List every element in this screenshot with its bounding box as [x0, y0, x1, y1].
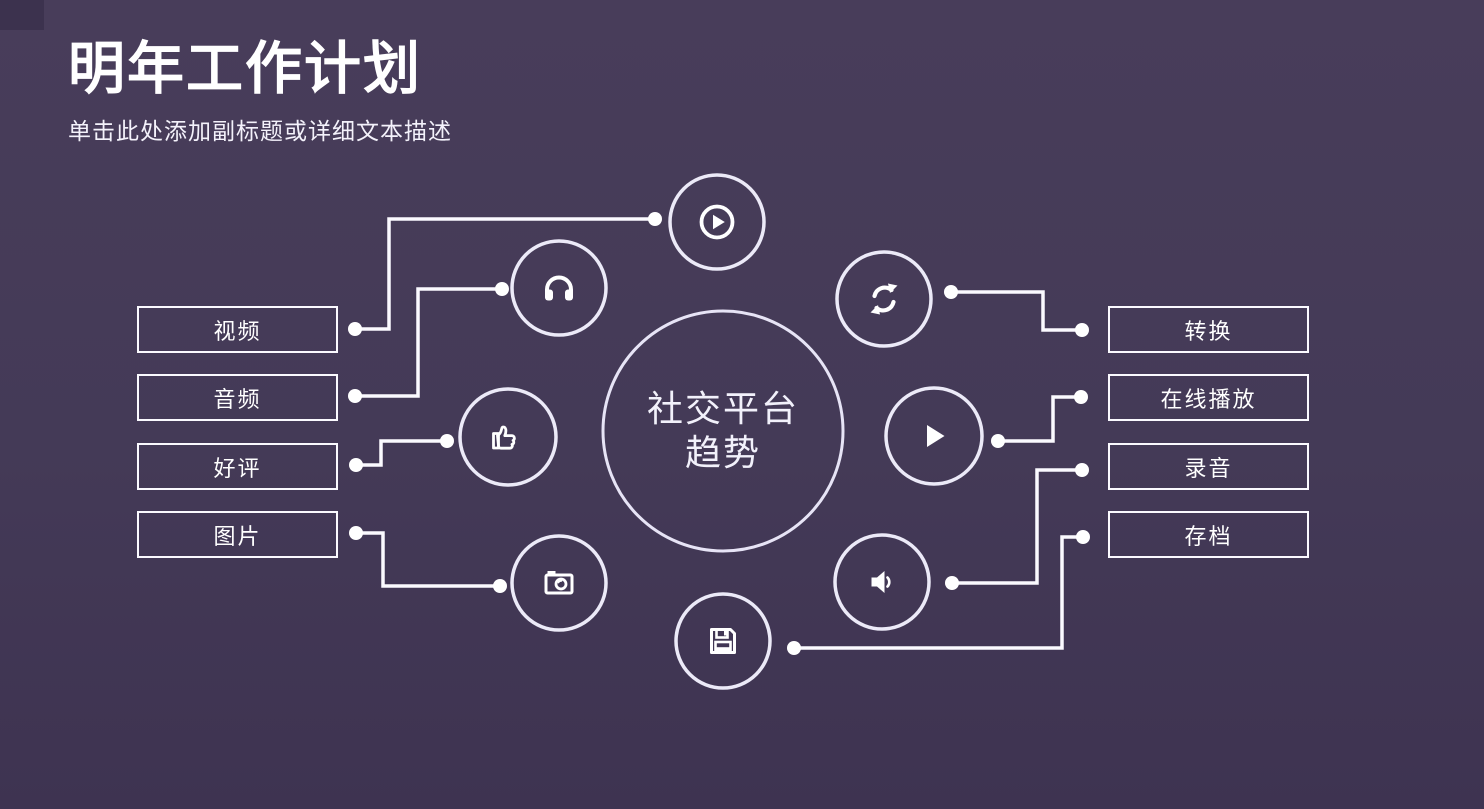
- left-item-praise-box[interactable]: 好评: [137, 443, 338, 490]
- connector-picture-to-camera: [356, 531, 500, 588]
- connector-refresh-to-convert: [951, 290, 1082, 332]
- connector-dot: [1076, 530, 1090, 544]
- center-circle[interactable]: [601, 309, 845, 553]
- connector-dot: [787, 641, 801, 655]
- play-icon: [927, 425, 945, 447]
- connector-audio-to-headphones: [355, 287, 502, 398]
- camera-icon: [544, 571, 574, 595]
- left-item-picture-box[interactable]: 图片: [137, 511, 338, 558]
- left-item-audio-box[interactable]: 音频: [137, 374, 338, 421]
- play-circle-icon: [699, 204, 735, 240]
- center-line2: 趋势: [684, 432, 761, 473]
- right-item-convert-box[interactable]: 转换: [1108, 306, 1309, 353]
- connector-praise-to-thumbs-up: [356, 439, 447, 467]
- connector-dot: [1075, 323, 1089, 337]
- connector-floppy-to-archive: [794, 535, 1083, 650]
- connector-dot: [348, 322, 362, 336]
- left-item-praise-label: 好评: [213, 455, 262, 481]
- connector-dot: [1075, 463, 1089, 477]
- connector-dot: [945, 576, 959, 590]
- connector-dot: [349, 526, 363, 540]
- speaker-icon: [871, 571, 891, 593]
- connector-dot: [348, 389, 362, 403]
- center-circle-label[interactable]: 社交平台 趋势: [573, 387, 873, 475]
- connector-dot: [1074, 390, 1088, 404]
- subtitle-placeholder[interactable]: 单击此处添加副标题或详细文本描述: [68, 117, 452, 144]
- right-item-convert-label: 转换: [1184, 318, 1233, 344]
- left-item-video-box[interactable]: 视频: [137, 306, 338, 353]
- save-floppy-ring[interactable]: [674, 592, 772, 690]
- refresh-icon: [870, 283, 898, 315]
- connector-dot: [493, 579, 507, 593]
- save-floppy-icon: [710, 628, 736, 654]
- right-item-record-label: 录音: [1184, 455, 1233, 481]
- connector-dot: [349, 458, 363, 472]
- left-item-picture-label: 图片: [213, 523, 262, 549]
- right-item-record-box[interactable]: 录音: [1108, 443, 1309, 490]
- right-item-archive-box[interactable]: 存档: [1108, 511, 1309, 558]
- headphones-icon: [545, 275, 573, 301]
- connector-dot: [944, 285, 958, 299]
- camera-ring[interactable]: [510, 534, 608, 632]
- connector-dot: [991, 434, 1005, 448]
- right-item-archive-label: 存档: [1184, 523, 1233, 549]
- center-line1: 社交平台: [646, 388, 799, 429]
- thumbs-up-ring[interactable]: [458, 387, 558, 487]
- connector-dot: [648, 212, 662, 226]
- headphones-ring[interactable]: [510, 239, 608, 337]
- play-circle-ring[interactable]: [668, 173, 766, 271]
- connector-dot: [495, 282, 509, 296]
- page-title[interactable]: 明年工作计划: [68, 37, 422, 101]
- refresh-ring[interactable]: [835, 250, 933, 348]
- speaker-ring[interactable]: [833, 533, 931, 631]
- slide-header: 明年工作计划 单击此处添加副标题或详细文本描述: [68, 37, 452, 146]
- connector-play-to-online-play: [998, 395, 1081, 443]
- thumbs-up-icon: [492, 425, 516, 450]
- right-item-online-play-box[interactable]: 在线播放: [1108, 374, 1309, 421]
- left-item-audio-label: 音频: [213, 386, 262, 412]
- right-item-online-play-label: 在线播放: [1160, 386, 1257, 412]
- play-ring[interactable]: [884, 386, 984, 486]
- connector-dot: [440, 434, 454, 448]
- connector-speaker-to-record: [952, 468, 1082, 585]
- corner-shade: [0, 0, 44, 30]
- connector-video-to-play-circle: [355, 217, 655, 331]
- left-item-video-label: 视频: [213, 318, 262, 344]
